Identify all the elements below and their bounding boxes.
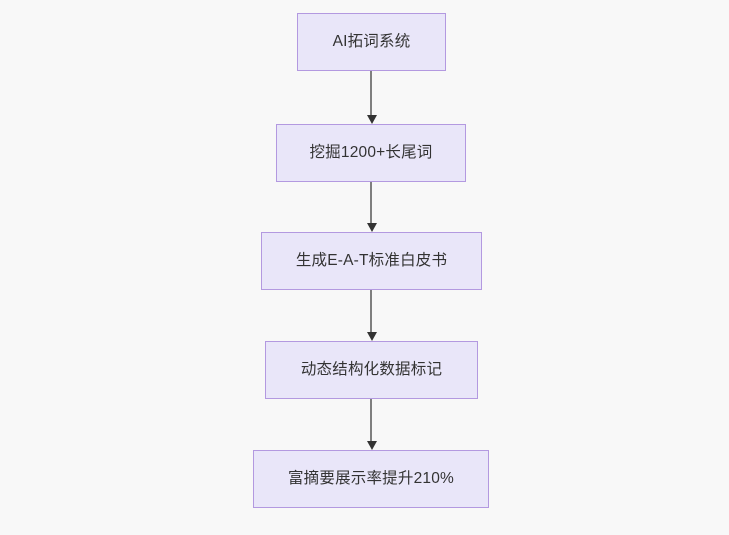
arrow-line-icon (370, 182, 372, 224)
arrow-line-icon (370, 399, 372, 442)
flow-node-label: 生成E-A-T标准白皮书 (295, 252, 448, 270)
flow-node-ai-keyword-system[interactable]: AI拓词系统 (297, 13, 446, 71)
arrow-line-icon (370, 71, 372, 116)
flow-node-mine-longtail-keywords[interactable]: 挖掘1200+长尾词 (276, 124, 466, 182)
flow-node-generate-eat-whitepaper[interactable]: 生成E-A-T标准白皮书 (261, 232, 482, 290)
arrow-head-icon (367, 332, 377, 341)
flow-node-dynamic-structured-data-markup[interactable]: 动态结构化数据标记 (265, 341, 478, 399)
flow-node-rich-snippet-impression-uplift[interactable]: 富摘要展示率提升210% (253, 450, 489, 508)
arrow-head-icon (367, 223, 377, 232)
arrow-line-icon (370, 290, 372, 333)
arrow-head-icon (367, 441, 377, 450)
flow-node-label: AI拓词系统 (332, 33, 411, 51)
flow-node-label: 动态结构化数据标记 (300, 361, 443, 379)
arrow-head-icon (367, 115, 377, 124)
flow-node-label: 富摘要展示率提升210% (287, 470, 455, 488)
flow-node-label: 挖掘1200+长尾词 (309, 144, 433, 162)
